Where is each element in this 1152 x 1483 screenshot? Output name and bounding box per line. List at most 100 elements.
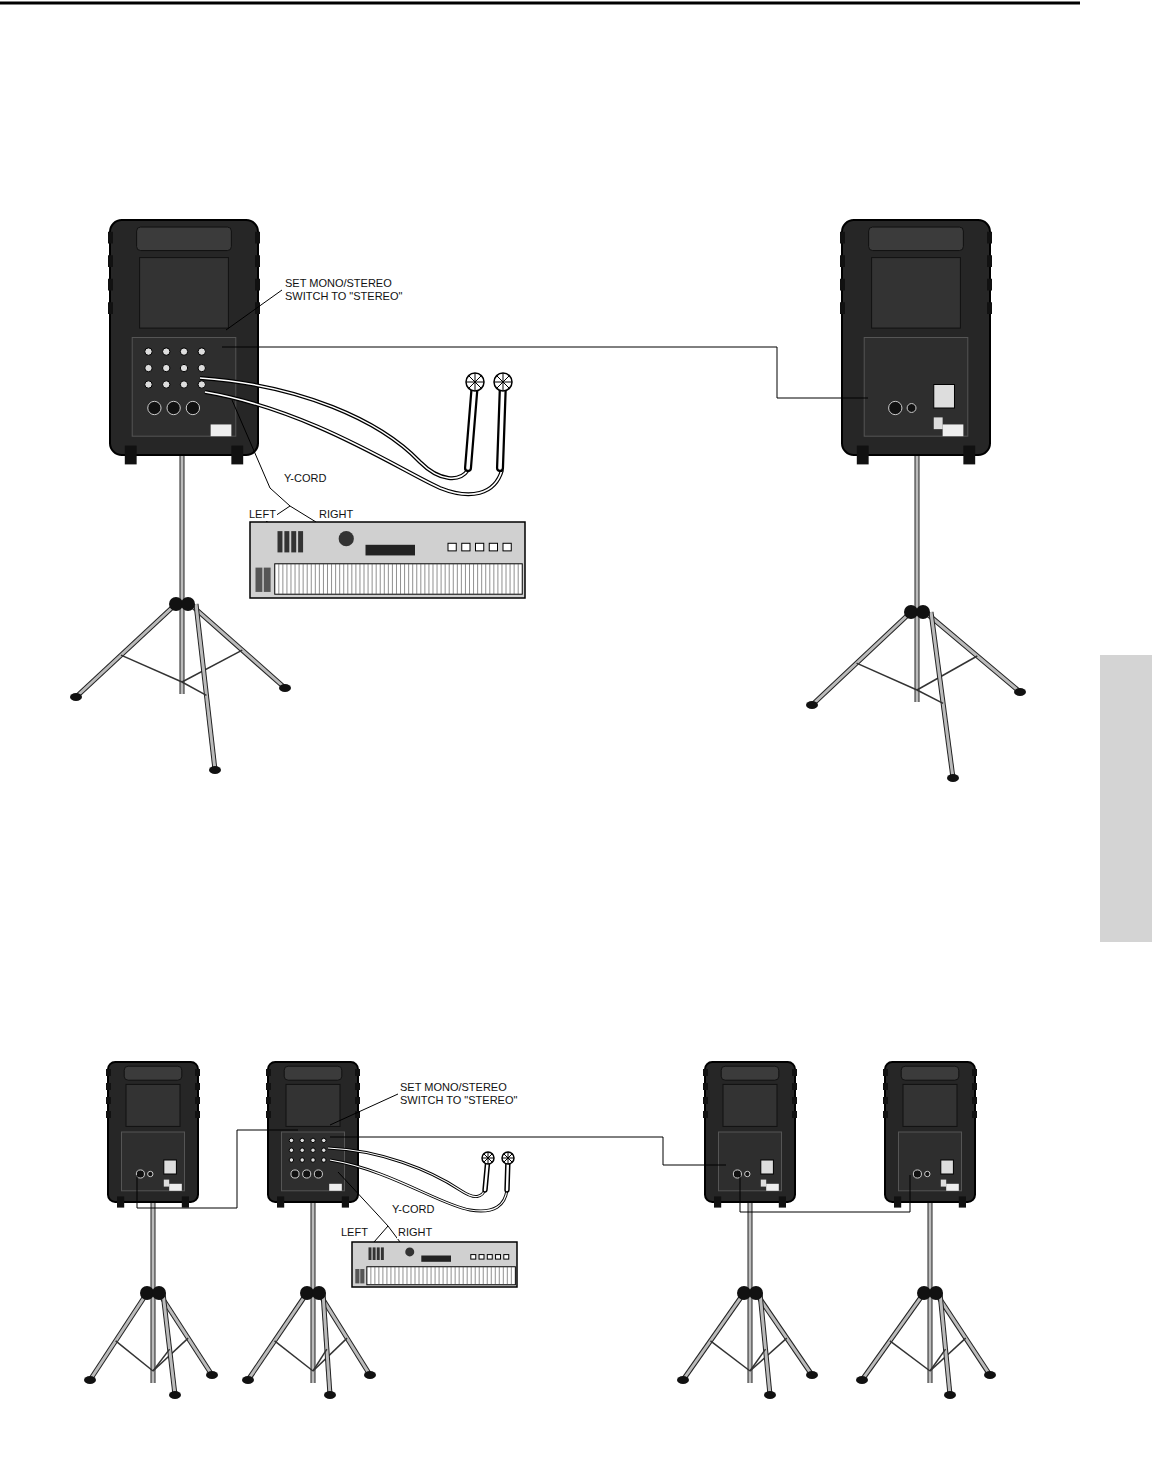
stand-leg xyxy=(683,1293,744,1380)
key-divider xyxy=(493,564,494,594)
key-divider xyxy=(323,564,324,594)
key-divider xyxy=(327,564,328,594)
input-jack xyxy=(148,401,161,414)
stand-foot xyxy=(324,1391,336,1399)
key-divider xyxy=(473,564,474,594)
key-divider xyxy=(376,564,377,594)
stand-pole xyxy=(180,440,185,694)
stand-pole-shine xyxy=(916,440,919,702)
speaker-handle xyxy=(721,1066,779,1080)
speaker-handle xyxy=(901,1066,959,1080)
key-divider xyxy=(315,564,316,594)
callout-leader xyxy=(330,1094,398,1125)
key-divider xyxy=(394,1267,395,1285)
speaker-side-slot xyxy=(255,302,260,314)
rating-plate xyxy=(943,424,964,436)
speaker-handle xyxy=(869,227,964,251)
speaker-side-slot xyxy=(355,1083,360,1090)
key-divider xyxy=(331,564,332,594)
stand-foot xyxy=(242,1376,254,1384)
stand-leg xyxy=(248,1293,307,1380)
stand-collar xyxy=(904,605,918,619)
key-divider xyxy=(372,564,373,594)
speaker-side-slot xyxy=(195,1069,200,1076)
key-divider xyxy=(455,1267,456,1285)
key-divider xyxy=(465,564,466,594)
rating-plate xyxy=(169,1184,182,1191)
power-inlet xyxy=(941,1160,954,1174)
input-jack xyxy=(925,1171,930,1176)
mixer-knob xyxy=(198,364,205,371)
header-rule xyxy=(0,2,1080,5)
key-divider xyxy=(335,564,336,594)
data-knob xyxy=(405,1247,414,1256)
stand-foot xyxy=(856,1376,868,1384)
stand-leg-shine xyxy=(248,1293,307,1380)
key-divider xyxy=(386,1267,387,1285)
mic-head xyxy=(466,373,484,391)
setting-note: SET MONO/STEREO SWITCH TO "STEREO" xyxy=(284,277,416,303)
mixer-knob xyxy=(180,348,187,355)
stand-brace xyxy=(890,1341,930,1371)
key-divider xyxy=(374,1267,375,1285)
mic-handle-shine xyxy=(500,382,503,468)
key-divider xyxy=(311,564,312,594)
speaker-foot xyxy=(714,1196,721,1207)
speaker-side-slot xyxy=(972,1097,977,1104)
mic-grille xyxy=(494,373,512,391)
key-divider xyxy=(467,1267,468,1285)
stand-leg-shine xyxy=(163,1293,175,1395)
mic-cable xyxy=(328,1148,486,1197)
rating-plate xyxy=(329,1184,342,1191)
input-jack xyxy=(314,1170,322,1178)
key-divider xyxy=(390,1267,391,1285)
keyboard-keys xyxy=(367,1267,515,1285)
link-cable xyxy=(740,1175,910,1212)
mixer-knob xyxy=(163,381,170,388)
key-divider xyxy=(463,1267,464,1285)
mic-cable-core xyxy=(328,1148,486,1197)
key-divider xyxy=(497,564,498,594)
key-divider xyxy=(278,564,279,594)
stand-brace xyxy=(857,663,917,690)
stand-brace xyxy=(121,655,182,682)
speaker-foot xyxy=(857,446,869,465)
mixer-knob xyxy=(300,1148,305,1153)
key-divider xyxy=(461,564,462,594)
key-divider xyxy=(295,564,296,594)
speaker-side-slot xyxy=(703,1083,708,1090)
key-divider xyxy=(511,1267,512,1285)
power-inlet xyxy=(164,1160,177,1174)
keyboard-body xyxy=(250,522,525,598)
speaker-foot xyxy=(959,1196,966,1207)
input-jack xyxy=(148,1171,153,1176)
key-divider xyxy=(495,1267,496,1285)
rear-panel xyxy=(132,338,236,437)
speaker-side-slot xyxy=(255,232,260,244)
speaker-side-slot xyxy=(195,1097,200,1104)
mixer-knob xyxy=(289,1158,294,1163)
stand-pole-shine xyxy=(181,440,184,694)
speaker-side-slot xyxy=(972,1083,977,1090)
mixer-knob xyxy=(311,1158,316,1163)
speaker-handle xyxy=(137,227,232,251)
speaker-side-slot xyxy=(195,1111,200,1118)
speaker-side-slot xyxy=(840,255,845,267)
stand-foot xyxy=(209,766,221,774)
pitch-wheel xyxy=(355,1269,359,1283)
speaker-side-slot xyxy=(792,1083,797,1090)
speaker-side-slot xyxy=(108,232,113,244)
pitch-wheel xyxy=(256,568,263,592)
key-divider xyxy=(489,564,490,594)
stand-brace xyxy=(917,690,943,703)
speaker-cabinet xyxy=(885,1062,975,1202)
key-divider xyxy=(507,1267,508,1285)
key-divider xyxy=(483,1267,484,1285)
rating-plate xyxy=(766,1184,779,1191)
slider xyxy=(284,531,289,552)
stand-foot xyxy=(84,1376,96,1384)
stand-foot xyxy=(206,1371,218,1379)
stand-leg xyxy=(76,604,176,697)
mic-cable-core xyxy=(205,392,502,494)
speaker-foot xyxy=(894,1196,901,1207)
